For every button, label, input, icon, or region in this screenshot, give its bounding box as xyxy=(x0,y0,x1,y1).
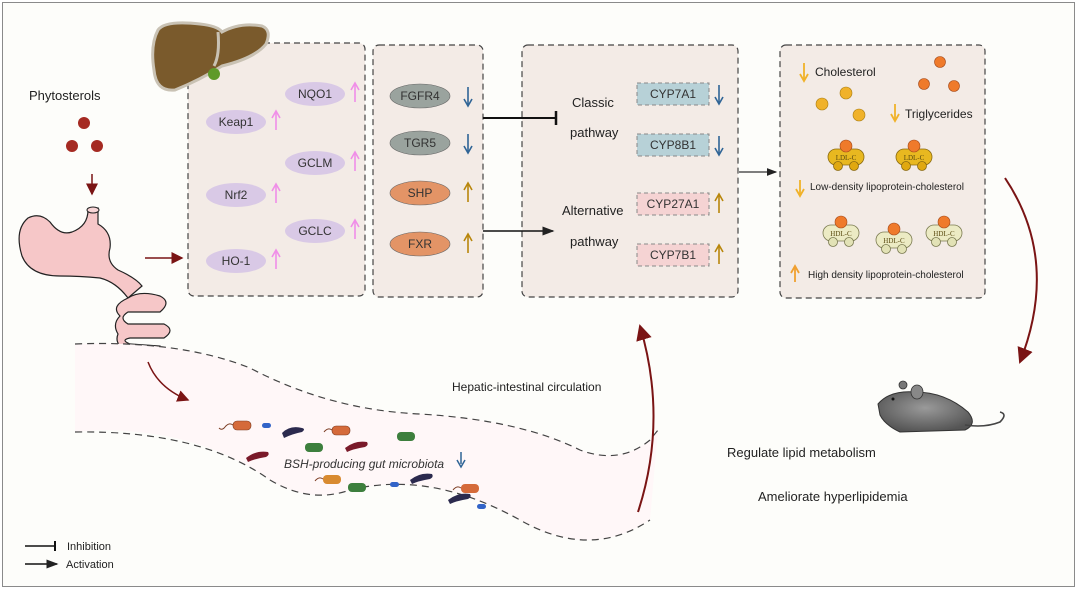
node-fxr: FXR xyxy=(389,231,473,257)
up-arrow-icon xyxy=(714,192,724,213)
legend: Inhibition Activation xyxy=(25,541,114,571)
ldl-particle-icon: LDL-C xyxy=(895,139,933,171)
node-shp: SHP xyxy=(389,180,473,206)
alternative-label-2: pathway xyxy=(570,234,619,249)
up-arrow-icon xyxy=(350,81,360,102)
node-label: Keap1 xyxy=(219,115,254,129)
hdl-particle-icon: HDL-C xyxy=(875,222,913,254)
gut-bacteria-icon xyxy=(218,420,486,509)
microbiota-label: BSH-producing gut microbiota xyxy=(284,457,444,471)
phytosterol-molecules-icon xyxy=(66,117,103,152)
outcome-line-2: Ameliorate hyperlipidemia xyxy=(758,489,908,504)
gut-tube xyxy=(74,342,659,541)
node-label: FXR xyxy=(408,237,432,251)
node-label: Nrf2 xyxy=(225,188,248,202)
circulation-label: Hepatic-intestinal circulation xyxy=(452,380,601,394)
hdl-up-arrow xyxy=(790,264,800,274)
node-nqo1: NQO1 xyxy=(285,81,360,106)
particle-tag: LDL-C xyxy=(836,154,857,162)
alternative-label-1: Alternative xyxy=(562,203,623,218)
triglyceride-molecules-icon xyxy=(918,56,960,92)
node-label: TGR5 xyxy=(404,136,436,150)
classic-label-1: Classic xyxy=(572,95,614,110)
down-arrow-icon xyxy=(714,136,724,157)
cholesterol-down-arrow xyxy=(799,73,809,83)
triglycerides-label: Triglycerides xyxy=(905,107,973,121)
activation-legend-label: Activation xyxy=(66,559,114,571)
lipid-to-mouse-arrow xyxy=(1004,177,1038,364)
up-arrow-icon xyxy=(271,109,281,130)
circulation-return-arrow xyxy=(636,324,655,513)
node-label: GCLC xyxy=(298,224,332,238)
gene-cyp7b1: CYP7B1 xyxy=(636,243,724,267)
pathway-panel xyxy=(521,44,739,298)
triglycerides-down-arrow xyxy=(890,113,900,123)
liver-icon xyxy=(151,21,270,92)
hdl-particle-icon: HDL-C xyxy=(822,215,860,247)
gene-label: CYP27A1 xyxy=(647,197,700,211)
stomach-to-gut-arrow xyxy=(147,361,190,402)
ldl-label: Low-density lipoprotein-cholesterol xyxy=(810,182,964,193)
mouse-icon xyxy=(877,380,1005,433)
up-arrow-icon xyxy=(714,243,724,264)
cholesterol-molecules-icon xyxy=(815,86,866,122)
particle-tag: HDL-C xyxy=(830,230,852,238)
up-arrow-icon xyxy=(463,181,473,202)
node-label: FGFR4 xyxy=(400,89,440,103)
node-label: SHP xyxy=(408,186,433,200)
up-arrow-icon xyxy=(350,218,360,239)
node-label: GCLM xyxy=(298,156,333,170)
particle-tag: LDL-C xyxy=(904,154,925,162)
node-keap1: Keap1 xyxy=(206,109,281,134)
phytosterols-label: Phytosterols xyxy=(29,88,101,103)
node-nrf2: Nrf2 xyxy=(206,182,281,207)
cholesterol-label: Cholesterol xyxy=(815,65,876,79)
up-arrow-icon xyxy=(271,248,281,269)
up-arrow-icon xyxy=(350,150,360,171)
gene-label: CYP7A1 xyxy=(650,87,696,101)
node-label: HO-1 xyxy=(222,254,251,268)
node-label: NQO1 xyxy=(298,87,332,101)
stomach-intestine-icon xyxy=(18,206,171,351)
gene-label: CYP8B1 xyxy=(650,138,696,152)
node-fgfr4: FGFR4 xyxy=(389,83,473,109)
receptor-panel xyxy=(372,44,484,298)
classic-label-2: pathway xyxy=(570,125,619,140)
node-ho-1: HO-1 xyxy=(206,248,281,273)
inhibition-legend-label: Inhibition xyxy=(67,541,111,553)
outcome-line-1: Regulate lipid metabolism xyxy=(727,445,876,460)
ldl-down-arrow xyxy=(795,188,805,198)
node-gclm: GCLM xyxy=(285,150,360,175)
gene-cyp7a1: CYP7A1 xyxy=(636,82,724,106)
gene-label: CYP7B1 xyxy=(650,248,696,262)
gene-cyp27a1: CYP27A1 xyxy=(636,192,724,216)
node-gclc: GCLC xyxy=(285,218,360,243)
ldl-particle-icon: LDL-C xyxy=(827,139,865,171)
microbiota-down-arrow xyxy=(456,459,466,469)
gene-cyp8b1: CYP8B1 xyxy=(636,133,724,157)
particle-tag: HDL-C xyxy=(933,230,955,238)
down-arrow-icon xyxy=(463,134,473,155)
lipid-contents: Cholesterol Triglycerides LDL-C LDL-C Low… xyxy=(790,56,973,282)
node-tgr5: TGR5 xyxy=(389,130,473,156)
down-arrow-icon xyxy=(463,87,473,108)
up-arrow-icon xyxy=(271,182,281,203)
hdl-label: High density lipoprotein-cholesterol xyxy=(808,270,964,281)
particle-tag: HDL-C xyxy=(883,237,905,245)
up-arrow-icon xyxy=(463,232,473,253)
down-arrow-icon xyxy=(714,85,724,106)
hdl-particle-icon: HDL-C xyxy=(925,215,963,247)
